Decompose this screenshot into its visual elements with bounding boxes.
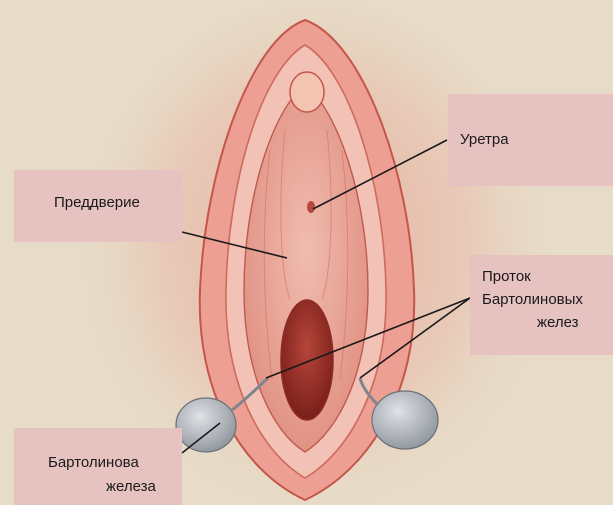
label-vestibule: Преддверие <box>14 170 182 242</box>
clitoris-shape <box>290 72 324 112</box>
label-duct-line2: Бартолиновых <box>482 290 583 310</box>
label-gland-line1: Бартолинова <box>48 453 139 473</box>
bartholin-gland-right <box>372 391 438 449</box>
label-urethra: Уретра <box>448 94 613 186</box>
label-vestibule-text: Преддверие <box>54 193 140 213</box>
label-duct-line1: Проток <box>482 267 531 287</box>
label-bartholin-gland: Бартолинова железа <box>14 428 182 505</box>
label-gland-line2: железа <box>106 477 156 497</box>
vaginal-opening <box>281 300 333 420</box>
label-duct-line3: желез <box>537 313 579 333</box>
bartholin-gland-left <box>176 398 236 452</box>
urethral-opening <box>307 201 315 213</box>
label-urethra-text: Уретра <box>460 130 509 150</box>
label-bartholin-duct: Проток Бартолиновых желез <box>470 255 613 355</box>
